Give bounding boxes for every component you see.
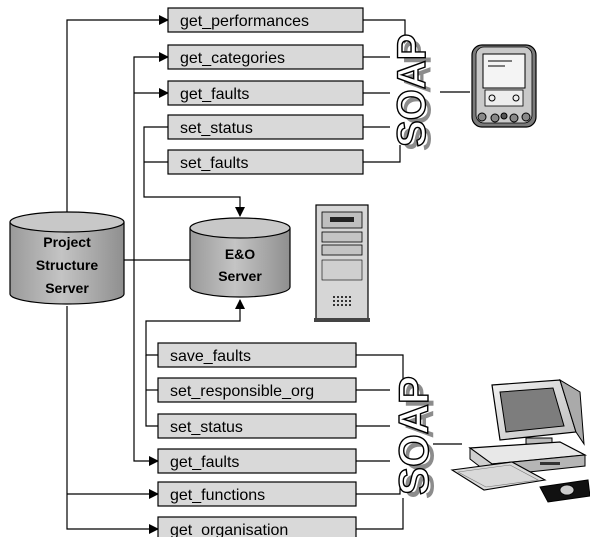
project-server-line-3: Server: [45, 280, 89, 296]
function-label: get_organisation: [170, 522, 288, 537]
project-structure-server: Project Structure Server: [9, 211, 125, 305]
connector-lines: [66, 15, 470, 534]
function-box-get-categories[interactable]: get_categories: [167, 44, 364, 70]
soap-text: SOAP: [390, 376, 437, 495]
project-server-line-2: Structure: [36, 257, 98, 273]
function-box-get-performances[interactable]: get_performances: [167, 7, 364, 33]
project-server-line-1: Project: [43, 234, 91, 250]
function-box-set-responsible-org[interactable]: set_responsible_org: [157, 377, 357, 403]
desktop-pc-icon: [450, 378, 590, 503]
function-box-save-faults[interactable]: save_faults: [157, 342, 357, 368]
function-box-set-status-bottom[interactable]: set_status: [157, 413, 357, 439]
soap-shadow: SOAP: [396, 39, 440, 152]
function-label: set_responsible_org: [170, 383, 314, 400]
function-label: get_performances: [180, 13, 309, 30]
function-box-set-status[interactable]: set_status: [167, 114, 364, 140]
function-label: save_faults: [170, 348, 251, 365]
eo-server: E&O Server: [189, 217, 291, 298]
soap-label-top: SOAP SOAP: [389, 33, 440, 153]
eo-server-line-2: Server: [218, 268, 262, 284]
function-label: get_categories: [180, 50, 285, 67]
tower-server-icon: [314, 204, 370, 322]
eo-server-line-1: E&O: [225, 246, 255, 262]
function-box-get-functions[interactable]: get_functions: [157, 481, 357, 507]
function-label: set_status: [180, 120, 253, 137]
function-box-set-faults[interactable]: set_faults: [167, 149, 364, 175]
function-label: set_faults: [180, 155, 248, 172]
function-label: get_faults: [180, 86, 249, 103]
function-label: get_faults: [170, 454, 239, 471]
top-function-group: get_performances get_categories get_faul…: [167, 7, 364, 175]
function-label: set_status: [170, 419, 243, 436]
function-box-get-faults[interactable]: get_faults: [167, 80, 364, 106]
soap-shadow: SOAP: [396, 381, 443, 500]
function-box-get-organisation[interactable]: get_organisation: [157, 516, 357, 537]
soap-text: SOAP: [390, 34, 434, 147]
function-label: get_functions: [170, 487, 265, 504]
function-box-get-faults-bottom[interactable]: get_faults: [157, 448, 357, 474]
bottom-function-group: save_faults set_responsible_org set_stat…: [157, 342, 357, 537]
pda-icon: [471, 44, 537, 128]
soap-label-bottom: SOAP SOAP: [389, 375, 443, 500]
